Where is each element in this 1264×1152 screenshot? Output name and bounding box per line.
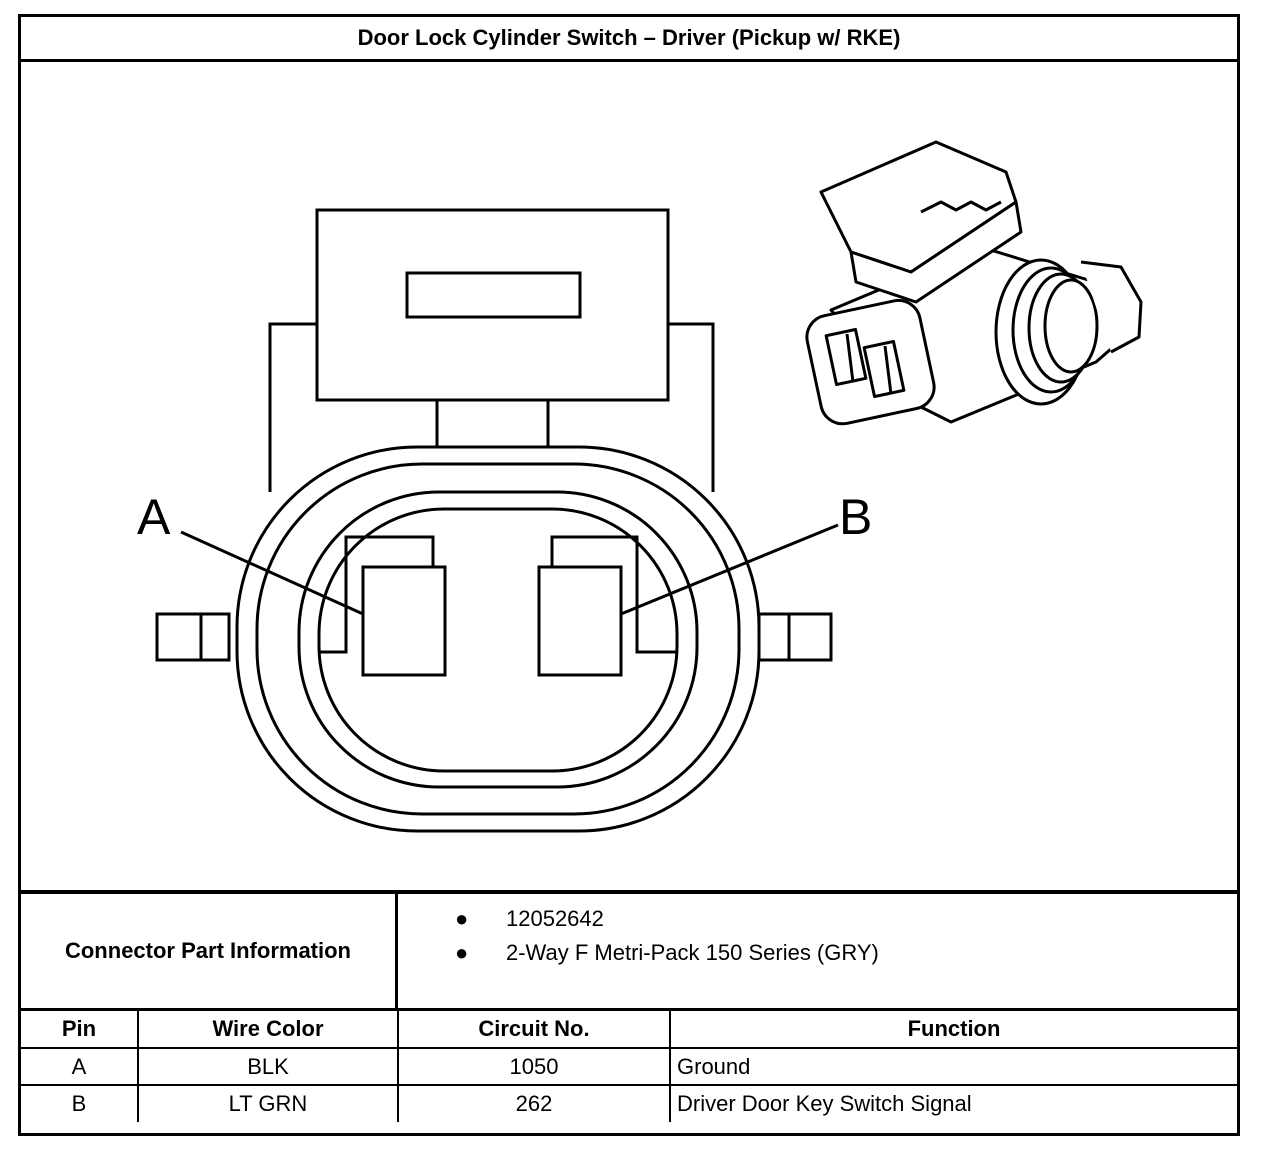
center-key (435, 398, 550, 447)
diagram-frame: Door Lock Cylinder Switch – Driver (Pick… (18, 14, 1240, 1136)
bullet-icon: ● (455, 906, 469, 931)
header-wire-color: Wire Color (137, 1011, 399, 1049)
table-header-row: Pin Wire Color Circuit No. Function (21, 1011, 1237, 1049)
list-item: ● 12052642 (398, 902, 879, 936)
latch-slot (405, 271, 582, 319)
leader-line-b (620, 523, 839, 616)
list-item: ● 2-Way F Metri-Pack 150 Series (GRY) (398, 936, 879, 970)
pin-label-b: B (839, 489, 872, 545)
cell-function: Driver Door Key Switch Signal (669, 1084, 1237, 1122)
cell-wire-color: BLK (137, 1047, 399, 1086)
table-row: A BLK 1050 Ground (21, 1047, 1237, 1086)
left-mount-tab (155, 612, 231, 662)
right-mount-tab (757, 612, 833, 662)
pin-label-a: A (137, 489, 171, 545)
connector-series: 2-Way F Metri-Pack 150 Series (GRY) (506, 940, 879, 965)
cavity-wall-right (550, 535, 677, 654)
cavity-ring (317, 507, 679, 773)
table-row: B LT GRN 262 Driver Door Key Switch Sign… (21, 1084, 1237, 1122)
bullet-icon: ● (455, 940, 469, 965)
pin-table: Pin Wire Color Circuit No. Function A BL… (21, 1011, 1237, 1122)
header-pin: Pin (21, 1011, 139, 1049)
page-title: Door Lock Cylinder Switch – Driver (Pick… (21, 17, 1237, 62)
cell-function: Ground (669, 1047, 1237, 1086)
connector-part-info: Connector Part Information ● 12052642 ● 2-… (21, 890, 1237, 1011)
terminal-a (361, 565, 447, 677)
terminal-b (537, 565, 623, 677)
header-circuit: Circuit No. (397, 1011, 671, 1049)
cell-circuit: 1050 (397, 1047, 671, 1086)
connector-info-list: ● 12052642 ● 2-Way F Metri-Pack 150 Series… (398, 902, 879, 970)
leader-line-a (180, 530, 364, 616)
right-shoulder (668, 322, 715, 492)
cell-circuit: 262 (397, 1084, 671, 1122)
connector-face-view: A B (137, 140, 1143, 833)
latch-housing (315, 208, 670, 402)
connector-info-label: Connector Part Information (21, 894, 398, 1008)
connector-drawing: A B (21, 62, 1237, 890)
cell-wire-color: LT GRN (137, 1084, 399, 1122)
header-function: Function (669, 1011, 1237, 1049)
connector-icon (805, 140, 1143, 426)
middle-seal-ring (255, 462, 741, 816)
cell-pin: B (21, 1084, 139, 1122)
cell-pin: A (21, 1047, 139, 1086)
left-shoulder (268, 322, 317, 492)
part-number: 12052642 (506, 906, 604, 931)
inner-seal-ring (297, 490, 699, 789)
cavity-wall-left (319, 535, 435, 654)
